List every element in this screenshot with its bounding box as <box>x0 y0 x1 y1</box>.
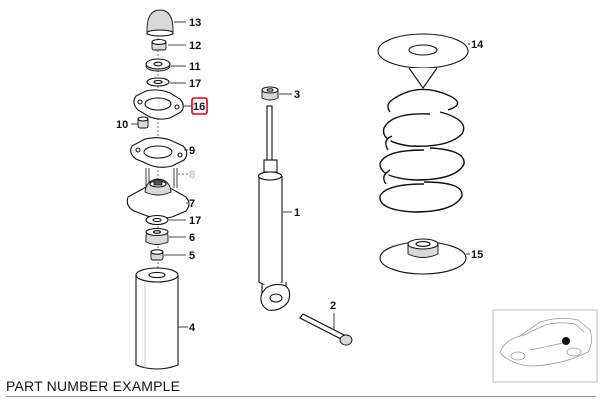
part-13-dust-cap[interactable] <box>146 9 174 37</box>
callout-5[interactable]: 5 <box>189 250 195 262</box>
callout-7[interactable]: 7 <box>189 198 195 210</box>
callout-4[interactable]: 4 <box>189 322 196 334</box>
part-number-example-label: PART NUMBER EXAMPLE <box>6 378 181 394</box>
car-silhouette-icon <box>499 318 592 367</box>
callout-11[interactable]: 11 <box>189 61 201 73</box>
callout-3[interactable]: 3 <box>294 89 300 101</box>
callout-17-lower[interactable]: 17 <box>189 215 201 227</box>
part-16-gasket[interactable] <box>133 89 184 120</box>
part-17-upper-washer[interactable] <box>146 77 170 87</box>
part-14-upper-spring-seat[interactable] <box>377 33 469 89</box>
part-3-nut[interactable] <box>261 86 279 101</box>
callout-16[interactable]: 16 <box>193 101 205 113</box>
part-6-bump-stop[interactable] <box>145 227 169 245</box>
dot-marker-icon <box>562 337 570 345</box>
callout-17-upper[interactable]: 17 <box>189 78 201 90</box>
callout-1[interactable]: 1 <box>294 207 300 219</box>
callout-12[interactable]: 12 <box>189 40 201 52</box>
part-4-protective-boot[interactable] <box>135 267 179 370</box>
part-7-support-bearing[interactable] <box>126 168 190 220</box>
part-8-stud[interactable] <box>173 168 178 188</box>
part-15-lower-spring-seat[interactable] <box>379 238 467 275</box>
car-thumbnail[interactable] <box>492 309 598 383</box>
part-1-shock-absorber[interactable] <box>257 105 291 311</box>
part-11-washer[interactable] <box>145 58 171 72</box>
callout-14[interactable]: 14 <box>471 39 484 51</box>
part-9-mount-plate[interactable] <box>130 137 188 168</box>
callout-6[interactable]: 6 <box>189 232 195 244</box>
callout-8[interactable]: 8 <box>189 169 195 181</box>
part-12-nut[interactable] <box>151 38 167 51</box>
callout-13[interactable]: 13 <box>189 17 201 29</box>
part-17-lower-washer[interactable] <box>145 214 169 226</box>
part-10-nut[interactable] <box>137 116 149 129</box>
part-2-bolt[interactable] <box>299 313 353 346</box>
callout-15[interactable]: 15 <box>471 249 483 261</box>
callout-16-highlight-box <box>191 97 208 115</box>
callout-2[interactable]: 2 <box>330 300 336 312</box>
coil-spring[interactable] <box>379 88 465 213</box>
callout-10[interactable]: 10 <box>116 119 128 131</box>
caption-divider <box>6 396 596 397</box>
callout-9[interactable]: 9 <box>189 145 195 157</box>
part-5-sleeve[interactable] <box>150 249 164 261</box>
